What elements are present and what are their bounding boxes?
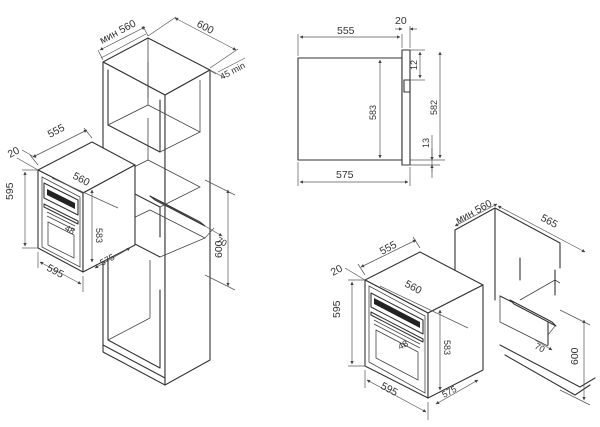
left-depth-label: 555 — [46, 122, 67, 141]
cabinet-niche-height-label: 600 — [213, 240, 225, 258]
right-niche-height-label: 600 — [569, 347, 581, 365]
side-top-offset-label: 12 — [409, 60, 419, 70]
cabinet-min-width-label: мин 560 — [98, 18, 138, 47]
right-height-label: 595 — [331, 300, 343, 318]
side-view-dimensions: 555 20 12 583 582 13 575 — [297, 15, 445, 186]
side-view — [297, 49, 411, 166]
left-oven — [37, 141, 136, 273]
side-depth-label: 555 — [337, 25, 355, 37]
side-bottom-offset-label: 13 — [421, 138, 431, 148]
side-height-label: 582 — [429, 100, 439, 115]
side-total-depth-label: 575 — [336, 169, 354, 181]
cabinet-depth-label: 600 — [195, 18, 216, 37]
left-handle-offset-label: 48 — [63, 223, 77, 237]
right-front-offset-label: 20 — [329, 262, 345, 278]
side-inner-height-label: 583 — [368, 105, 378, 120]
right-depth-label: 555 — [378, 239, 399, 258]
side-front-label: 20 — [395, 15, 407, 27]
right-cab-depth-label: 565 — [539, 212, 560, 231]
right-handle-offset-label: 48 — [396, 338, 410, 352]
cabinet-gap-label: 45 min — [218, 60, 247, 82]
right-oven — [364, 251, 484, 399]
cabinet-niche-depth-label: 70 — [215, 235, 229, 249]
left-width-label: 595 — [45, 262, 66, 281]
left-inner-height-label: 583 — [94, 228, 104, 243]
left-front-offset-label: 20 — [6, 144, 22, 160]
left-height-label: 595 — [4, 182, 16, 200]
right-niche-depth-label: 70 — [533, 341, 547, 355]
right-inner-height-label: 583 — [442, 340, 452, 355]
